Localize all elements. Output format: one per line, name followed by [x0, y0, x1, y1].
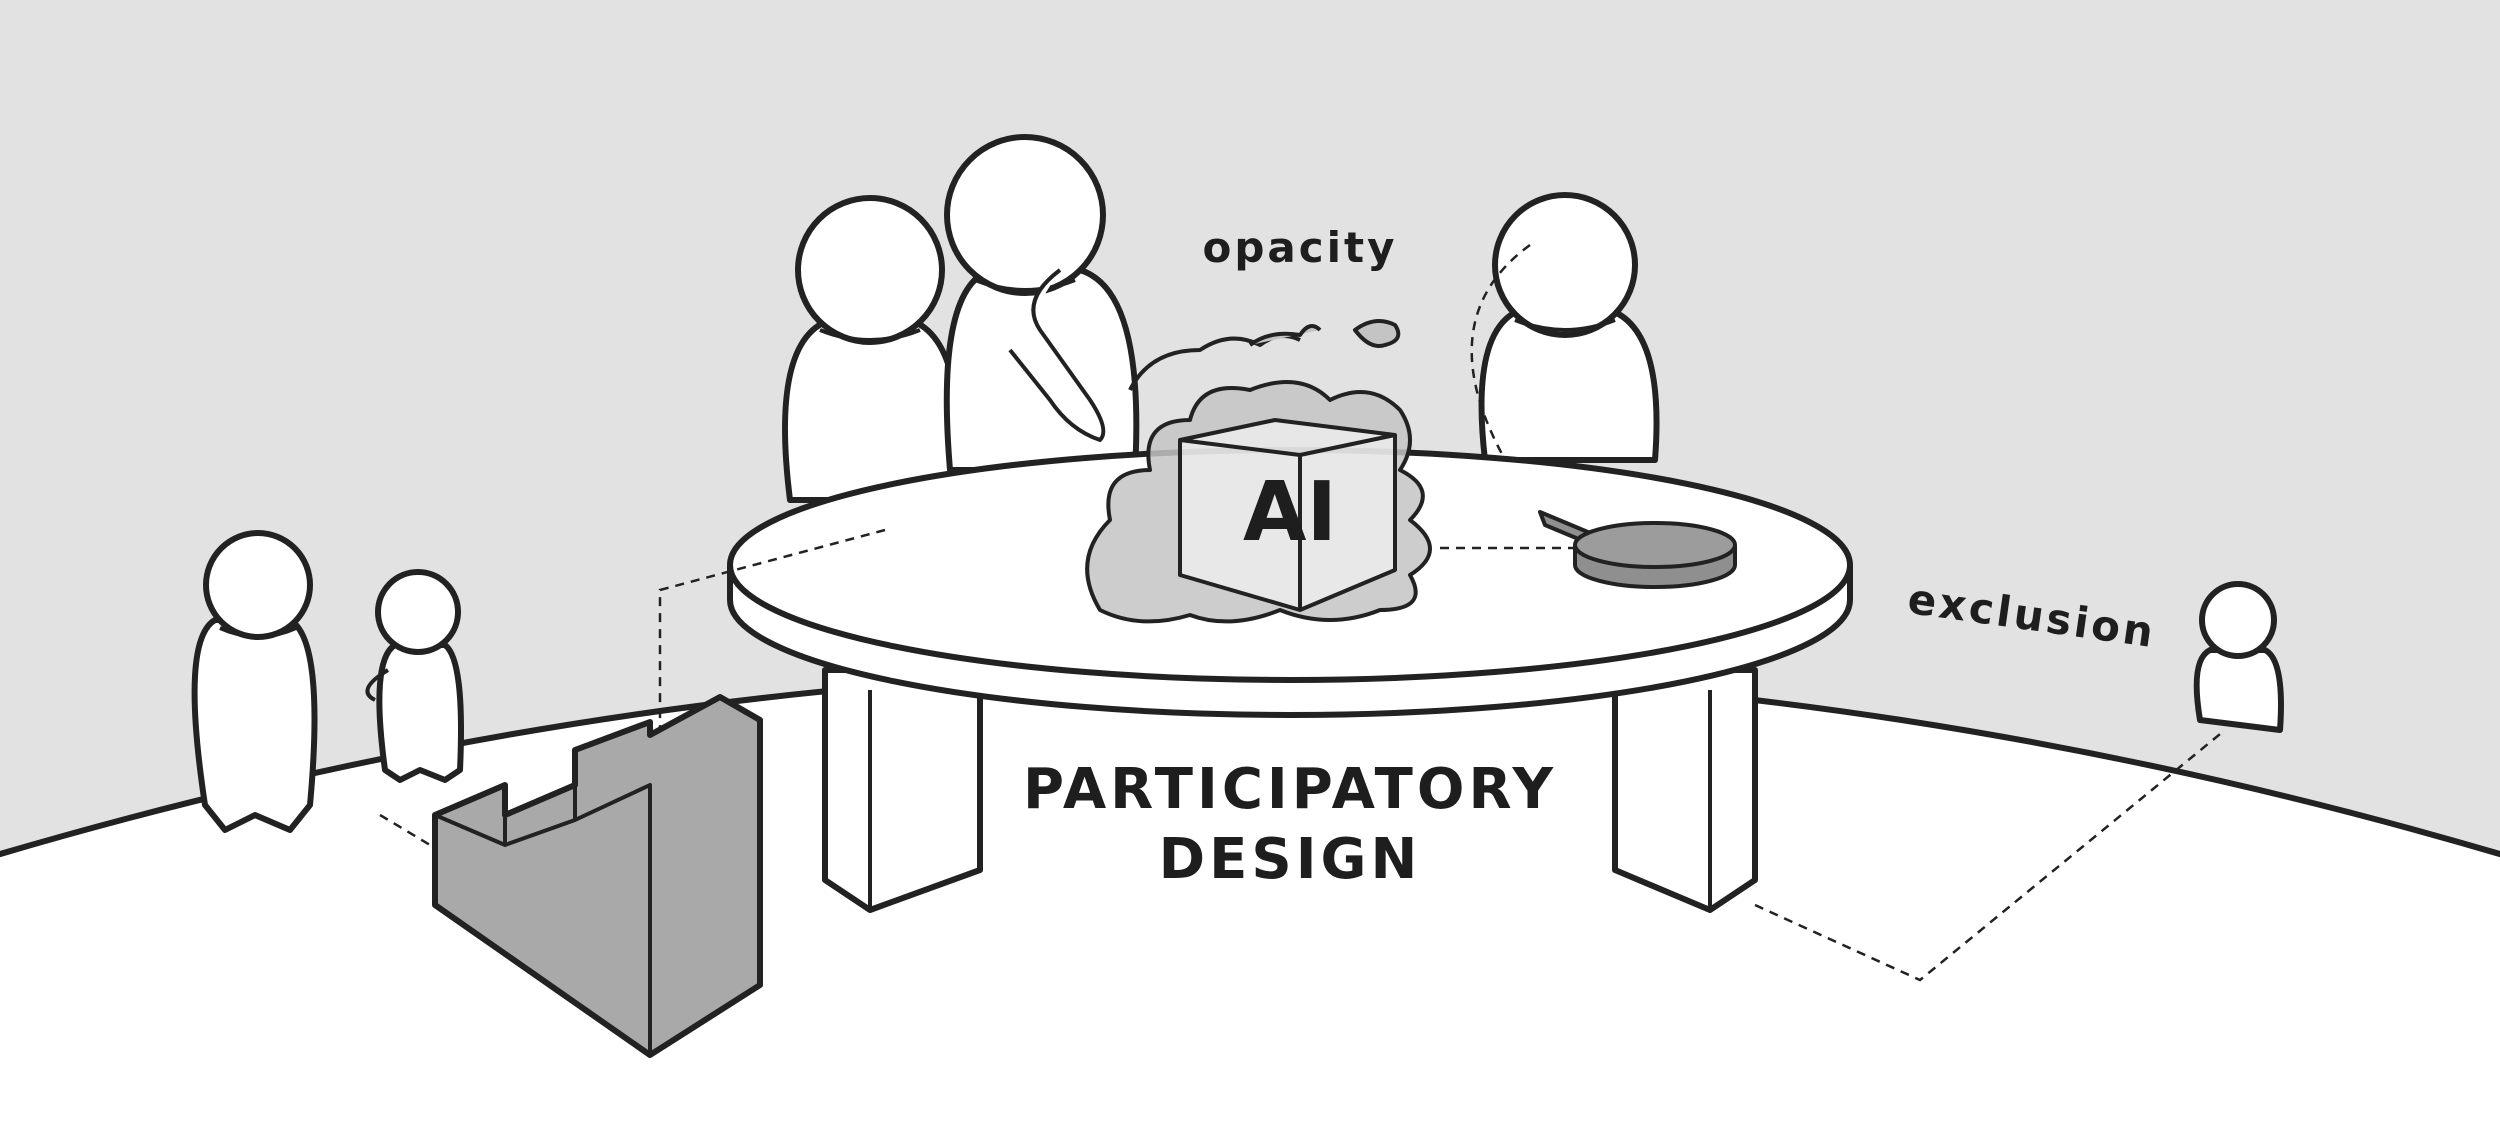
dashed-link-staircase [658, 528, 886, 730]
dashed-exclusion-path [1754, 729, 2226, 982]
design-label: DESIGN [1159, 827, 1422, 892]
staircase [432, 694, 763, 1058]
dashed-line-left-ground [379, 813, 431, 847]
ai-black-box: AI [1178, 418, 1397, 612]
person-back-right [1478, 192, 1660, 463]
participatory-label: PARTICIPATORY [1023, 757, 1557, 822]
person-right-excluded [2193, 581, 2284, 733]
table-leg-right [1612, 667, 1758, 913]
ground-arc [0, 667, 2500, 1147]
person-back-left [782, 195, 961, 503]
ai-label: AI [1243, 465, 1337, 560]
frying-pan [1538, 510, 1737, 589]
opacity-label: opacity [1202, 223, 1397, 272]
table-leg-left [822, 667, 983, 913]
person-left-adult [191, 530, 318, 833]
person-back-center-thinking [943, 134, 1140, 473]
exclusion-label: exclusion [1905, 574, 2159, 657]
person-left-child [365, 569, 464, 783]
